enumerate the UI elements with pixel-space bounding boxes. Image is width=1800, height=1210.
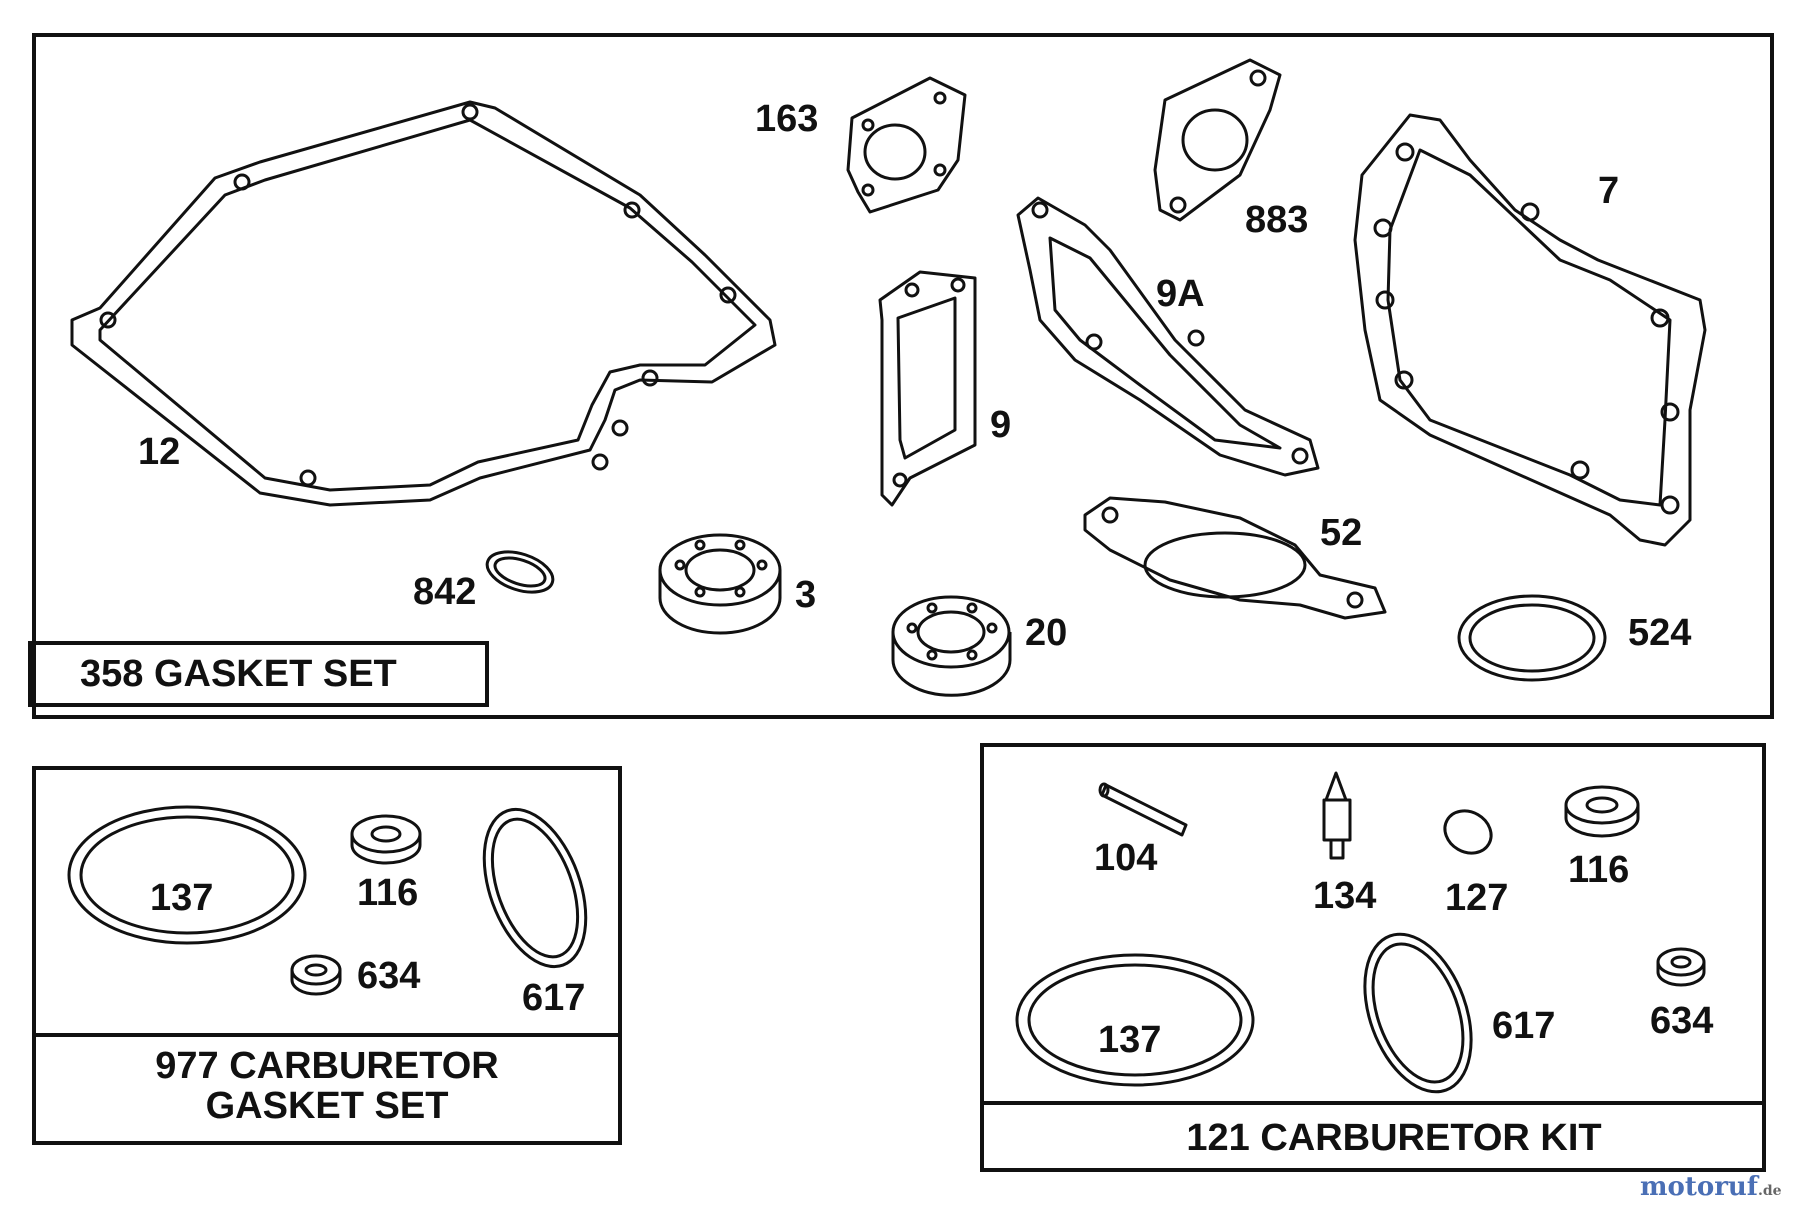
label-127: 127 bbox=[1445, 877, 1508, 919]
part-20-seal: 20 bbox=[891, 595, 1067, 697]
part-163-gasket: 163 bbox=[755, 76, 967, 214]
part-634-washer: 634 bbox=[290, 954, 420, 997]
part-134-needle: 134 bbox=[1313, 771, 1376, 917]
carb-gasket-set-panel: 977 CARBURETOR GASKET SET 137 116 634 61… bbox=[32, 766, 622, 1145]
label-12: 12 bbox=[138, 431, 180, 473]
part-127-plug: 127 bbox=[1443, 809, 1508, 919]
part-524-ring: 524 bbox=[1457, 594, 1691, 682]
carb-gasket-set-title-line2: GASKET SET bbox=[206, 1085, 449, 1127]
label-116: 116 bbox=[357, 872, 418, 914]
label-617: 617 bbox=[522, 977, 585, 1019]
part-617-ring: 617 bbox=[482, 807, 588, 1019]
label-137: 137 bbox=[150, 877, 213, 919]
carb-kit-panel: 121 CARBURETOR KIT 104 134 127 116 137 bbox=[980, 743, 1766, 1172]
part-116-kit-washer: 116 bbox=[1564, 785, 1640, 891]
part-104-pin: 104 bbox=[1094, 782, 1188, 879]
gasket-set-title: 358 GASKET SET bbox=[80, 653, 397, 695]
label-842: 842 bbox=[413, 571, 476, 613]
part-116-washer: 116 bbox=[350, 814, 422, 914]
part-9-gasket: 9 bbox=[878, 270, 1011, 507]
gasket-set-panel: 358 GASKET SET 12 163 883 bbox=[28, 33, 1774, 719]
part-12-crankcase-gasket: 12 bbox=[70, 100, 777, 507]
watermark-brand: motoruf bbox=[1640, 1172, 1760, 1202]
label-9: 9 bbox=[990, 404, 1011, 446]
label-137-kit: 137 bbox=[1098, 1019, 1161, 1061]
label-524: 524 bbox=[1628, 612, 1691, 654]
label-163: 163 bbox=[755, 98, 818, 140]
label-634-kit: 634 bbox=[1650, 1000, 1713, 1042]
part-9a-gasket: 9A bbox=[1016, 196, 1320, 477]
part-137-kit-ring: 137 bbox=[1015, 953, 1255, 1087]
part-842-ring: 842 bbox=[413, 550, 555, 613]
watermark-suffix: .de bbox=[1758, 1183, 1782, 1199]
watermark: motoruf.de bbox=[1640, 1172, 1782, 1202]
label-134: 134 bbox=[1313, 875, 1376, 917]
part-3-seal: 3 bbox=[658, 533, 816, 635]
part-7-cylinder-head-gasket: 7 bbox=[1353, 113, 1707, 547]
part-883-gasket: 883 bbox=[1153, 58, 1308, 241]
carb-gasket-set-title-line1: 977 CARBURETOR bbox=[155, 1045, 498, 1087]
gasket-set-frame bbox=[32, 33, 1774, 719]
label-52: 52 bbox=[1320, 512, 1362, 554]
part-617-kit-ring: 617 bbox=[1363, 932, 1555, 1094]
label-3: 3 bbox=[795, 574, 816, 616]
carb-kit-title: 121 CARBURETOR KIT bbox=[1186, 1117, 1601, 1159]
part-634-kit-washer: 634 bbox=[1650, 947, 1713, 1042]
label-104: 104 bbox=[1094, 837, 1157, 879]
label-9a: 9A bbox=[1156, 273, 1205, 315]
label-617-kit: 617 bbox=[1492, 1005, 1555, 1047]
part-137-ring: 137 bbox=[67, 805, 307, 945]
carb-gasket-set-frame bbox=[32, 766, 622, 1145]
label-116-kit: 116 bbox=[1568, 849, 1629, 891]
carb-kit-frame bbox=[980, 743, 1766, 1172]
label-7: 7 bbox=[1598, 170, 1619, 212]
gasket-set-title-box bbox=[28, 641, 489, 707]
label-634: 634 bbox=[357, 955, 420, 997]
part-52-gasket: 52 bbox=[1083, 496, 1387, 620]
label-883: 883 bbox=[1245, 199, 1308, 241]
label-20: 20 bbox=[1025, 612, 1067, 654]
